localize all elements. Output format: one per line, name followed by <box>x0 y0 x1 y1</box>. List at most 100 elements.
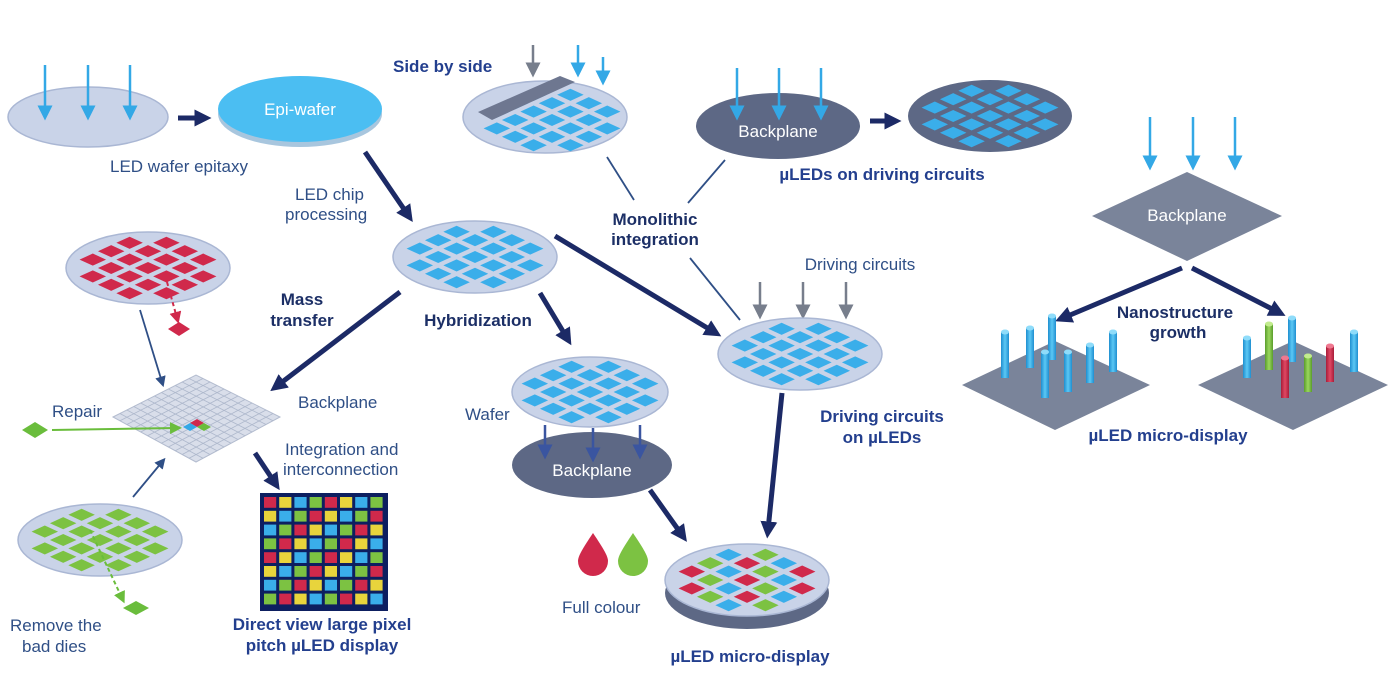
colour-drops <box>578 533 648 576</box>
chip-tile <box>823 331 851 344</box>
chip-tile <box>786 331 814 344</box>
bad-die-icon <box>123 601 149 615</box>
pixel-cell <box>340 524 353 536</box>
chip-tile <box>68 525 95 538</box>
chip-tile <box>461 267 489 280</box>
chip-tile <box>521 394 549 407</box>
pixel-cell <box>324 593 337 605</box>
nanowire <box>1048 316 1056 360</box>
chip-tile <box>116 287 143 300</box>
chip-tile <box>805 356 832 369</box>
pixel-cell <box>324 510 337 522</box>
nanowire-top <box>1001 329 1009 335</box>
green-die-wafer <box>17 503 183 577</box>
nanowire <box>1109 332 1117 372</box>
chip-tile <box>995 135 1022 148</box>
chip-tile <box>498 234 526 247</box>
chip-tile <box>786 364 814 377</box>
chip-tile <box>79 253 107 266</box>
chip-tile <box>68 508 95 521</box>
pixel-cell <box>279 552 292 563</box>
arrow-nano-right <box>1190 265 1286 316</box>
chip-tile <box>613 369 641 382</box>
chip-tile <box>424 234 452 247</box>
pixel-cell <box>340 579 353 591</box>
chip-tile <box>1013 109 1041 123</box>
chip-tile <box>134 245 162 258</box>
pixel-cell <box>279 593 292 605</box>
pixel-cell <box>324 566 337 577</box>
chip-tile <box>520 105 547 118</box>
chip-tile <box>770 573 798 587</box>
chip-tile <box>613 402 641 415</box>
chip-tile <box>788 565 816 578</box>
pixel-cell <box>279 510 292 522</box>
pixel-cell <box>340 566 353 577</box>
chip-tile <box>558 394 585 407</box>
nanowire-top <box>1026 325 1034 331</box>
pixel-cell <box>324 579 337 591</box>
chip-tile <box>539 402 567 415</box>
direct-view-display <box>260 493 388 611</box>
chip-tile <box>733 573 761 587</box>
chip-tile <box>516 259 544 272</box>
green-drop-icon <box>618 533 648 576</box>
chip-tile <box>939 109 967 123</box>
chip-tile <box>79 270 107 283</box>
chip-tile <box>575 113 603 127</box>
pixel-cell <box>370 538 383 550</box>
chip-tile <box>483 122 511 135</box>
chip-tile <box>557 139 584 152</box>
chip-tile <box>576 385 604 399</box>
mass-transfer-label-2: transfer <box>270 311 334 330</box>
nanowire <box>1026 328 1034 368</box>
pixel-cell <box>355 593 368 605</box>
chip-tile <box>805 339 832 352</box>
chip-tile <box>141 542 169 555</box>
nanowire <box>1350 332 1358 372</box>
nanowire <box>1001 332 1009 378</box>
pixel-cell <box>355 510 368 522</box>
chip-tile <box>752 565 779 578</box>
pixel-cell <box>309 579 322 591</box>
led-chip-label-2: processing <box>285 205 367 224</box>
chip-tile <box>770 557 798 570</box>
pixel-cell <box>264 566 277 577</box>
chip-tile <box>443 242 470 255</box>
repair-label: Repair <box>52 402 102 421</box>
chip-tile <box>595 394 622 407</box>
nanowire-top <box>1109 329 1117 335</box>
pixel-cell <box>279 566 292 577</box>
chip-tile <box>141 525 169 538</box>
chip-tile <box>116 270 143 283</box>
chip-tile <box>696 573 724 587</box>
chip-tile <box>539 385 567 399</box>
nanowire-top <box>1326 343 1334 349</box>
chip-tile <box>520 122 547 135</box>
monolithic-label-1: Monolithic <box>613 210 698 229</box>
chip-tile <box>105 508 132 521</box>
pixel-cell <box>340 593 353 605</box>
pixel-cell <box>309 510 322 522</box>
pixel-cell <box>264 552 277 563</box>
pixel-cell <box>279 524 292 536</box>
chip-tile <box>557 122 584 135</box>
chip-tile <box>749 364 777 377</box>
nanowire-top <box>1265 321 1273 327</box>
pixel-cell <box>324 552 337 563</box>
grid-line <box>188 413 274 459</box>
chip-tile <box>595 360 622 373</box>
pixel-cell <box>309 566 322 577</box>
pixel-cell <box>355 566 368 577</box>
chip-tile <box>49 550 77 563</box>
backplane-right-label: Backplane <box>1147 206 1226 225</box>
chip-tile <box>715 565 742 578</box>
side-by-side-label: Side by side <box>393 57 492 76</box>
direct-view-label-2: pitch µLED display <box>246 636 399 655</box>
repair-arrow <box>51 422 182 435</box>
pixel-cell <box>370 566 383 577</box>
chip-tile <box>958 84 985 97</box>
chip-tile <box>768 356 795 369</box>
nanowire-top <box>1041 349 1049 355</box>
gray-strip <box>478 76 575 120</box>
